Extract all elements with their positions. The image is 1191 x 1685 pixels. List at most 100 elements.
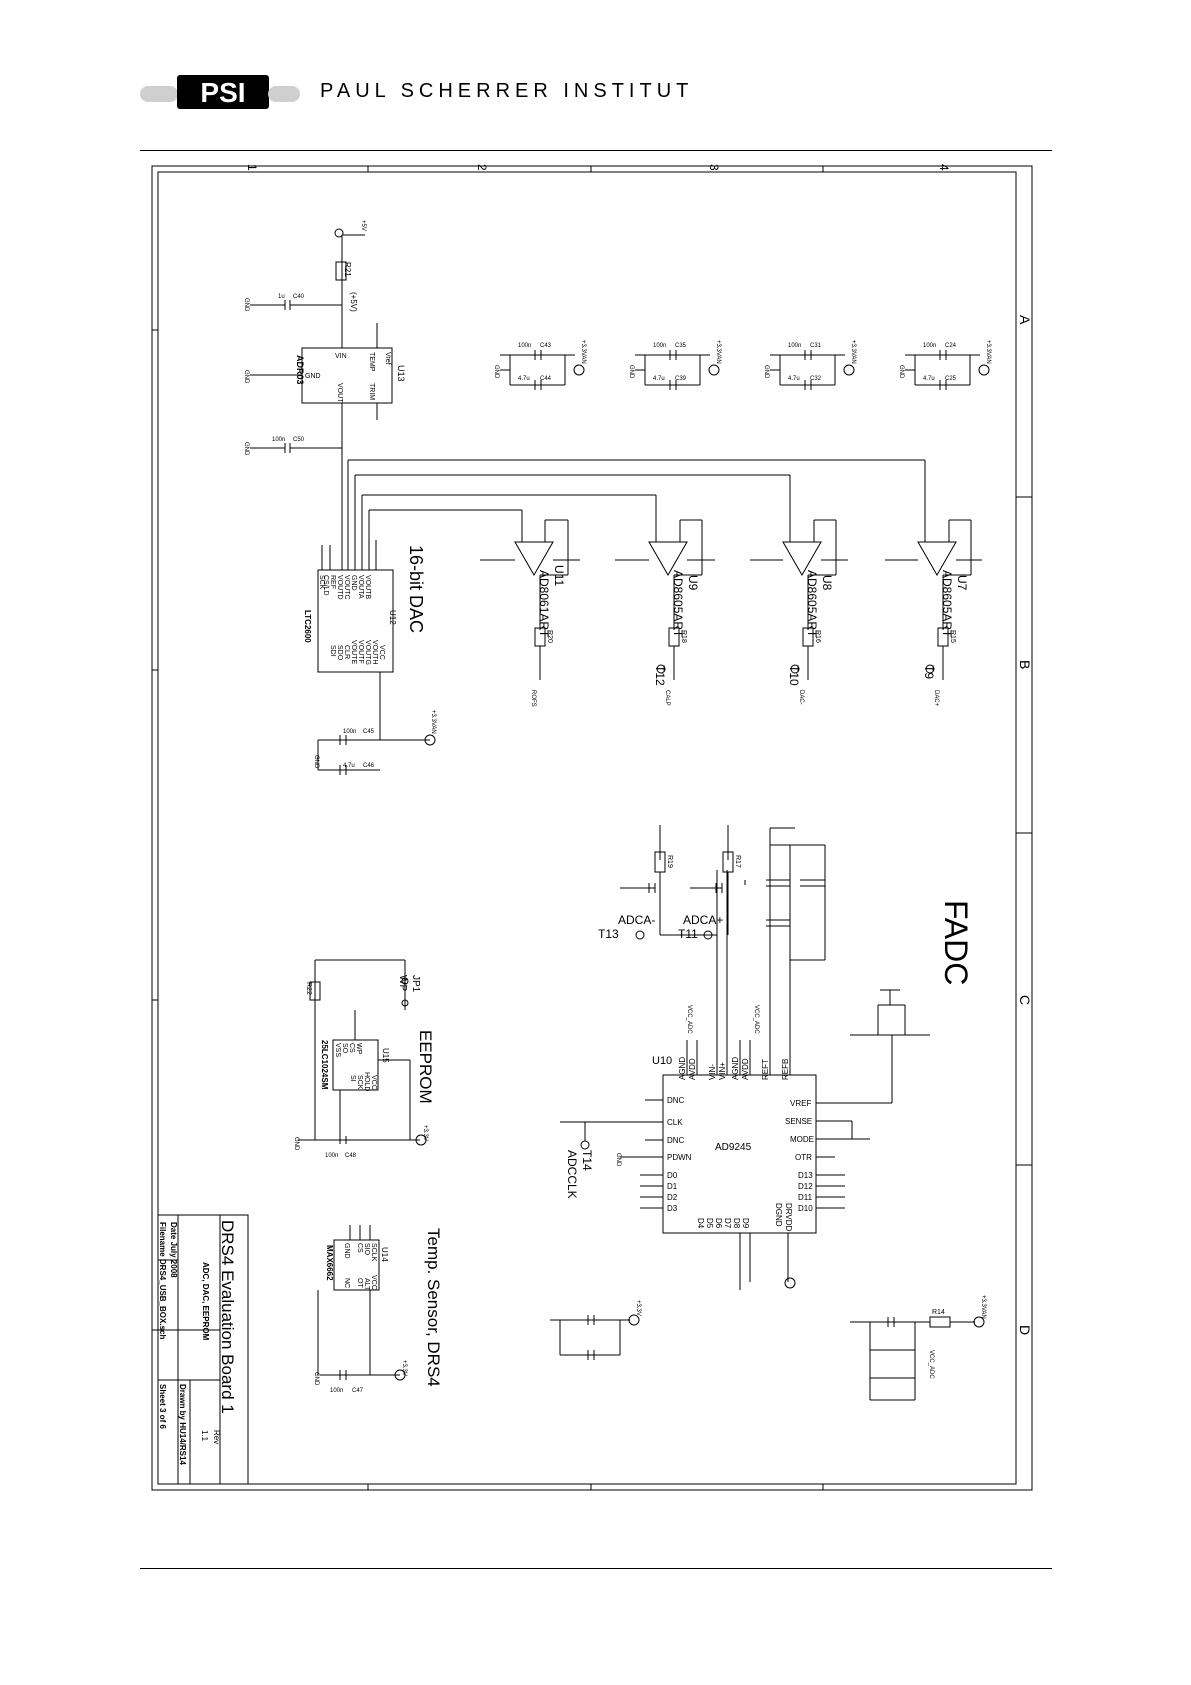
u14-pin-sclk: SCLK — [370, 1243, 377, 1262]
bypass-1 — [500, 350, 585, 390]
outer-frame — [151, 165, 1033, 1491]
logo-bar-left — [140, 86, 178, 102]
u12-ref: U12 — [388, 610, 397, 625]
r15-ref: R15 — [949, 630, 956, 643]
net-gnd-3: GND — [243, 442, 249, 456]
title-block — [157, 1214, 249, 1485]
c45-value: 100n — [343, 729, 356, 735]
c39-value: 4.7u — [653, 376, 665, 382]
u15-part: 25LC1024SM — [320, 1040, 329, 1090]
jp1-ref: JP1 — [410, 975, 421, 993]
dac-title: 16-bit DAC — [406, 545, 426, 633]
u15-pin-sck: SCK — [356, 1075, 363, 1090]
u10-pin-drvdd: DRVDD — [784, 1203, 793, 1232]
u10-pin-d6: D6 — [714, 1218, 723, 1229]
u10-pin-vinm: VIN- — [708, 1064, 717, 1080]
psi-logo: PSI — [177, 75, 269, 109]
temp-title: Temp. Sensor, DRS4 — [424, 1228, 443, 1387]
u12-pin-voutc: VOUTC — [343, 575, 350, 600]
institute-name: PAUL SCHERRER INSTITUT — [320, 80, 694, 102]
net-gnd-10: GND — [313, 1372, 319, 1386]
c43-value: 100n — [518, 343, 531, 349]
u10-pin-d5: D5 — [705, 1218, 714, 1229]
c46-value: 4.7u — [343, 763, 355, 769]
u10-pin-pdwn: PDWN — [667, 1153, 692, 1162]
logo-bar-right — [268, 86, 300, 102]
net-calp: CALP — [664, 690, 670, 706]
adca-plus: ADCA+ — [683, 913, 723, 927]
u12-pin-ref: REF — [329, 575, 336, 589]
zone-1: 1 — [245, 164, 259, 171]
zone-3: 3 — [707, 164, 721, 171]
tb-rev-label: Rev — [212, 1430, 221, 1444]
net-vcc33an-1: +3.3VAN — [580, 340, 586, 364]
u15-ref: U15 — [381, 1048, 390, 1063]
u15-pin-cs: CS — [348, 1043, 355, 1053]
opamp-u11 — [480, 519, 580, 680]
opamp-u8 — [750, 519, 848, 680]
net-gnd-7: GND — [898, 365, 904, 379]
r18-ref: R18 — [680, 630, 687, 643]
u10-pin-otr: OTR — [795, 1153, 812, 1162]
u14-pin-nc: NC — [343, 1278, 350, 1288]
u12-pin-voutd: VOUTD — [336, 575, 343, 600]
c31-ref: C31 — [810, 343, 822, 349]
row-b: B — [1017, 660, 1033, 669]
r22-ref: R22 — [305, 982, 312, 995]
u13-pin-vin: VIN — [335, 353, 347, 360]
u12-pin-sdo: SDO — [336, 645, 343, 661]
c31-value: 100n — [788, 343, 801, 349]
u12-pin-sdi: SDI — [329, 645, 336, 657]
t12-label: T12 — [653, 665, 667, 686]
c46-ref: C46 — [363, 763, 375, 769]
net-vcc33-temp: +3.3V — [401, 1360, 407, 1376]
net-vcc-adc-1: VCC_ADC — [686, 1005, 692, 1034]
bypass-3 — [770, 350, 855, 390]
net-gnd-8: GND — [313, 755, 319, 769]
net-vcc33-eeprom: +3.3V — [422, 1125, 428, 1141]
r21-ref: R21 — [343, 262, 352, 277]
net-vcc33an-2: +3.3VAN — [715, 340, 721, 364]
u13-pin-trim: TRIM — [368, 383, 375, 400]
net-vcc33an-4: +3.3VAN — [985, 340, 991, 364]
r20-ref: R20 — [546, 630, 553, 643]
u10-pin-d4: D4 — [696, 1218, 705, 1229]
opamp-u9 — [615, 519, 715, 680]
row-a: A — [1017, 315, 1033, 325]
page-header: PSI PAUL SCHERRER INSTITUT — [140, 74, 1060, 114]
net-gnd-11: GND — [615, 1153, 621, 1167]
c40-value: 1u — [278, 294, 285, 300]
u10-pin-mode: MODE — [790, 1135, 814, 1144]
opamp-u7 — [885, 519, 982, 680]
c48-ref: C48 — [345, 1153, 357, 1159]
net-vcc33an-3: +3.3VAN — [850, 340, 856, 364]
u10-part: AD9245 — [715, 1142, 752, 1153]
c44-ref: C44 — [540, 376, 552, 382]
u14-pin-cs: CS — [356, 1243, 363, 1253]
inner-frame — [157, 171, 1017, 1485]
c24-ref: C24 — [945, 343, 957, 349]
u10-pin-d3: D3 — [667, 1204, 678, 1213]
net-gnd-6: GND — [763, 365, 769, 379]
bypass-4 — [905, 350, 990, 390]
t10-label: T10 — [787, 665, 801, 686]
u15-pin-hold: HOLD — [363, 1072, 370, 1091]
c44-value: 4.7u — [518, 376, 530, 382]
eeprom-title: EEPROM — [416, 1030, 435, 1104]
u10-pin-vref: VREF — [790, 1099, 811, 1108]
c48-value: 100n — [325, 1153, 338, 1159]
r19-ref: R19 — [666, 855, 673, 868]
u10-pin-d9: D9 — [741, 1218, 750, 1229]
c47-value: 100n — [330, 1388, 343, 1394]
c35-value: 100n — [653, 343, 666, 349]
u10-pin-dnc1: DNC — [667, 1096, 685, 1105]
u10-ref: U10 — [652, 1055, 672, 1067]
net-dac-minus: DAC- — [798, 690, 804, 705]
u12-pin-vcc: VCC — [378, 645, 385, 660]
r16-ref: R16 — [814, 630, 821, 643]
u15-pin-vcc: VCC — [370, 1075, 377, 1090]
c24-value: 100n — [923, 343, 936, 349]
c43-ref: C43 — [540, 343, 552, 349]
net-gnd-9: GND — [293, 1137, 299, 1151]
tb-drawn: Drawn by HU14/RS14 — [178, 1384, 187, 1465]
